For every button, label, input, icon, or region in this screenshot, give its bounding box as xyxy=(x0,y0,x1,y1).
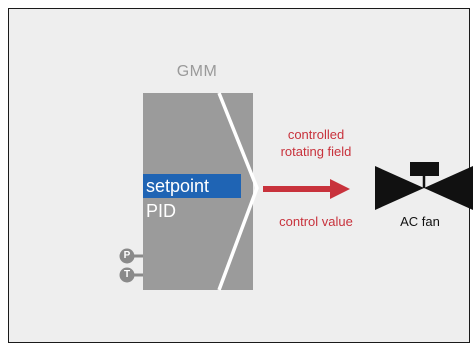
port-p-label: P xyxy=(123,250,131,261)
port-t-icon xyxy=(119,267,135,283)
fan-left-wing-icon xyxy=(375,166,424,210)
fan-actuator-icon xyxy=(410,162,439,176)
control-value-label: control value xyxy=(279,214,353,229)
fan-right-wing-icon xyxy=(424,166,473,210)
signal-label-line-2: rotating field xyxy=(280,144,352,159)
port-p-icon xyxy=(119,248,135,264)
module-title: GMM xyxy=(176,63,218,80)
setpoint-label: setpoint xyxy=(146,176,210,196)
module-output-chevron xyxy=(217,92,259,291)
pid-label: PID xyxy=(146,201,177,221)
setpoint-highlight xyxy=(143,174,241,198)
fan-label: AC fan xyxy=(400,214,440,229)
port-t-label: T xyxy=(123,269,131,280)
signal-arrow-head xyxy=(330,179,350,199)
signal-label-line-1: controlled xyxy=(287,127,345,142)
